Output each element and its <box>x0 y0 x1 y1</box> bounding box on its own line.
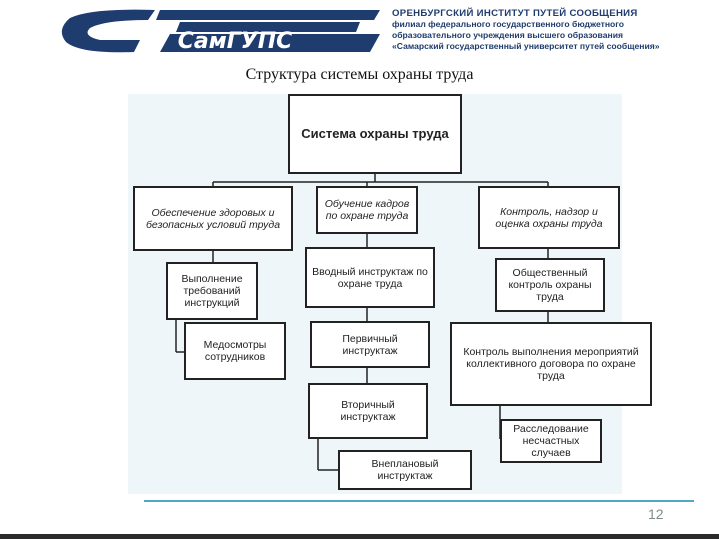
institute-line: ОРЕНБУРГСКИЙ ИНСТИТУТ ПУТЕЙ СООБЩЕНИЯ <box>392 8 638 19</box>
structure-diagram: Система охраны труда Обеспечение здоровы… <box>128 94 652 494</box>
logo-text: СамГУПС <box>178 29 293 54</box>
column-header-training: Обучение кадров по охране труда <box>316 186 418 234</box>
connector-lines <box>175 174 549 471</box>
header: СамГУПС ОРЕНБУРГСКИЙ ИНСТИТУТ ПУТЕЙ СООБ… <box>0 0 719 62</box>
slide-title: Структура системы охраны труда <box>245 66 474 83</box>
node-introductory-briefing: Вводный инструктаж по охране труда <box>305 247 435 308</box>
node-medical-checkups: Медосмотры сотрудников <box>184 322 286 380</box>
institute-line: филиал федерального государственного бюд… <box>392 19 625 29</box>
node-primary-briefing: Первичный инструктаж <box>310 321 430 368</box>
column-header-control: Контроль, надзор и оценка охраны труда <box>478 186 620 249</box>
institute-line: образовательного учреждения высшего обра… <box>392 30 623 40</box>
node-accident-investigation: Расследование несчастных случаев <box>500 419 602 463</box>
node-unscheduled-briefing: Внеплановый инструктаж <box>338 450 472 490</box>
samgups-logo: СамГУПС <box>61 9 380 54</box>
institute-name: ОРЕНБУРГСКИЙ ИНСТИТУТ ПУТЕЙ СООБЩЕНИЯ фи… <box>392 8 660 52</box>
diagram-root-node: Система охраны труда <box>288 94 462 174</box>
node-public-control: Общественный контроль охраны труда <box>495 258 605 312</box>
footer-divider <box>144 500 694 502</box>
node-secondary-briefing: Вторичный инструктаж <box>308 383 428 439</box>
bottom-bar <box>0 534 719 539</box>
column-header-conditions: Обеспечение здоровых и безопасных услови… <box>133 186 293 251</box>
node-collective-agreement-control: Контроль выполнения мероприятий коллекти… <box>450 322 652 406</box>
node-instructions-compliance: Выполнение требований инструкций <box>166 262 258 320</box>
institute-line: «Самарский государственный университет п… <box>392 41 660 51</box>
page-number: 12 <box>648 506 664 522</box>
